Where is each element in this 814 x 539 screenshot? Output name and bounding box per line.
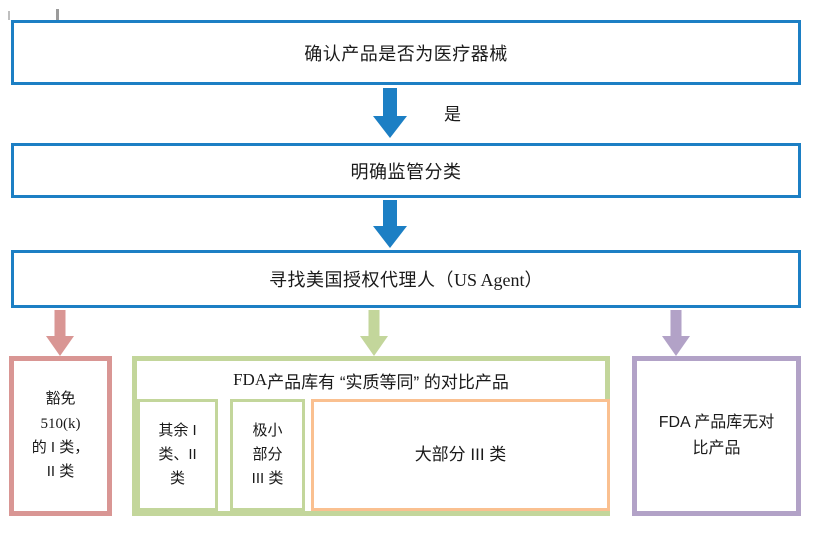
process-box-us-agent-label: 寻找美国授权代理人（US Agent） (269, 266, 543, 292)
branch-arrow-right (657, 310, 695, 356)
outcome-cell-other-class-1-2[interactable]: 其余 I 类、II 类 (137, 399, 218, 511)
outcome-box-no-predicate[interactable]: FDA 产品库无对 比产品 (632, 356, 801, 516)
outcome-cell-most-class-3[interactable]: 大部分 III 类 (311, 399, 610, 511)
outcome-exempt-line-4: II 类 (46, 463, 75, 481)
connector-arrow-1-head (373, 116, 407, 138)
connector-arrow-2 (369, 200, 411, 248)
process-box-us-agent-label-tail: ） (524, 270, 543, 290)
process-box-confirm-device-label: 确认产品是否为医疗器械 (304, 43, 508, 64)
process-box-classification-label: 明确监管分类 (350, 161, 462, 182)
process-box-us-agent[interactable]: 寻找美国授权代理人（US Agent） (11, 250, 801, 308)
connector-arrow-1 (369, 88, 411, 138)
outcome-se-header: FDA 产品库有 “实质等同” 的对比产品 (137, 361, 605, 399)
cell-line-1: 极小 (252, 421, 283, 439)
cell-line-1: 其余 I (158, 421, 197, 439)
branch-arrow-center-shaft (368, 310, 380, 338)
outcome-cell-other-class-1-2-text: 其余 I 类、II 类 (158, 419, 196, 492)
outcome-cell-most-class-3-text: 大部分 III 类 (415, 441, 507, 469)
process-box-us-agent-label-latin: US Agent (453, 270, 525, 290)
outcome-exempt-line-2: 510(k) (40, 415, 81, 432)
cell-line-2: 部分 (252, 445, 283, 463)
cell-line-1: 大部分 III 类 (414, 445, 507, 465)
capture-artifact-tick-left (8, 11, 10, 20)
outcome-no-predicate-line-1: FDA 产品库无对 (658, 414, 775, 432)
process-box-us-agent-label-cn: 寻找美国授权代理人（ (268, 270, 454, 290)
connector-arrow-1-label: 是 (444, 105, 461, 124)
outcome-se-header-prefix: FDA (233, 370, 268, 389)
outcome-box-exempt[interactable]: 豁免 510(k) 的 I 类， II 类 (9, 356, 112, 516)
outcome-cell-small-part-class-3-text: 极小 部分 III 类 (252, 419, 284, 492)
branch-arrow-right-shaft (670, 310, 682, 338)
process-box-classification[interactable]: 明确监管分类 (11, 143, 801, 198)
connector-arrow-2-head (373, 226, 407, 248)
process-box-confirm-device[interactable]: 确认产品是否为医疗器械 (11, 20, 801, 85)
branch-arrow-right-head (662, 336, 690, 356)
cell-line-2: 类、II (158, 445, 197, 463)
branch-arrow-left-head (46, 336, 74, 356)
outcome-exempt-line-3: 的 I 类， (31, 439, 90, 456)
branch-arrow-center-head (360, 336, 388, 356)
outcome-box-exempt-text: 豁免 510(k) 的 I 类， II 类 (32, 387, 90, 484)
outcome-no-predicate-line-2: 比产品 (692, 440, 741, 457)
outcome-se-header-rest: 产品库有 “实质等同” 的对比产品 (267, 372, 509, 392)
outcome-exempt-line-1: 豁免 (45, 390, 76, 408)
capture-artifact-tick-right (56, 9, 59, 21)
connector-arrow-2-shaft (383, 200, 397, 228)
outcome-cell-small-part-class-3[interactable]: 极小 部分 III 类 (230, 399, 305, 511)
cell-line-3: III 类 (251, 470, 284, 488)
outcome-box-no-predicate-text: FDA 产品库无对 比产品 (659, 410, 775, 462)
branch-arrow-left (41, 310, 79, 356)
branch-arrow-center (355, 310, 393, 356)
branch-arrow-left-shaft (54, 310, 66, 338)
connector-arrow-1-shaft (383, 88, 397, 118)
cell-line-3: 类 (169, 470, 185, 488)
